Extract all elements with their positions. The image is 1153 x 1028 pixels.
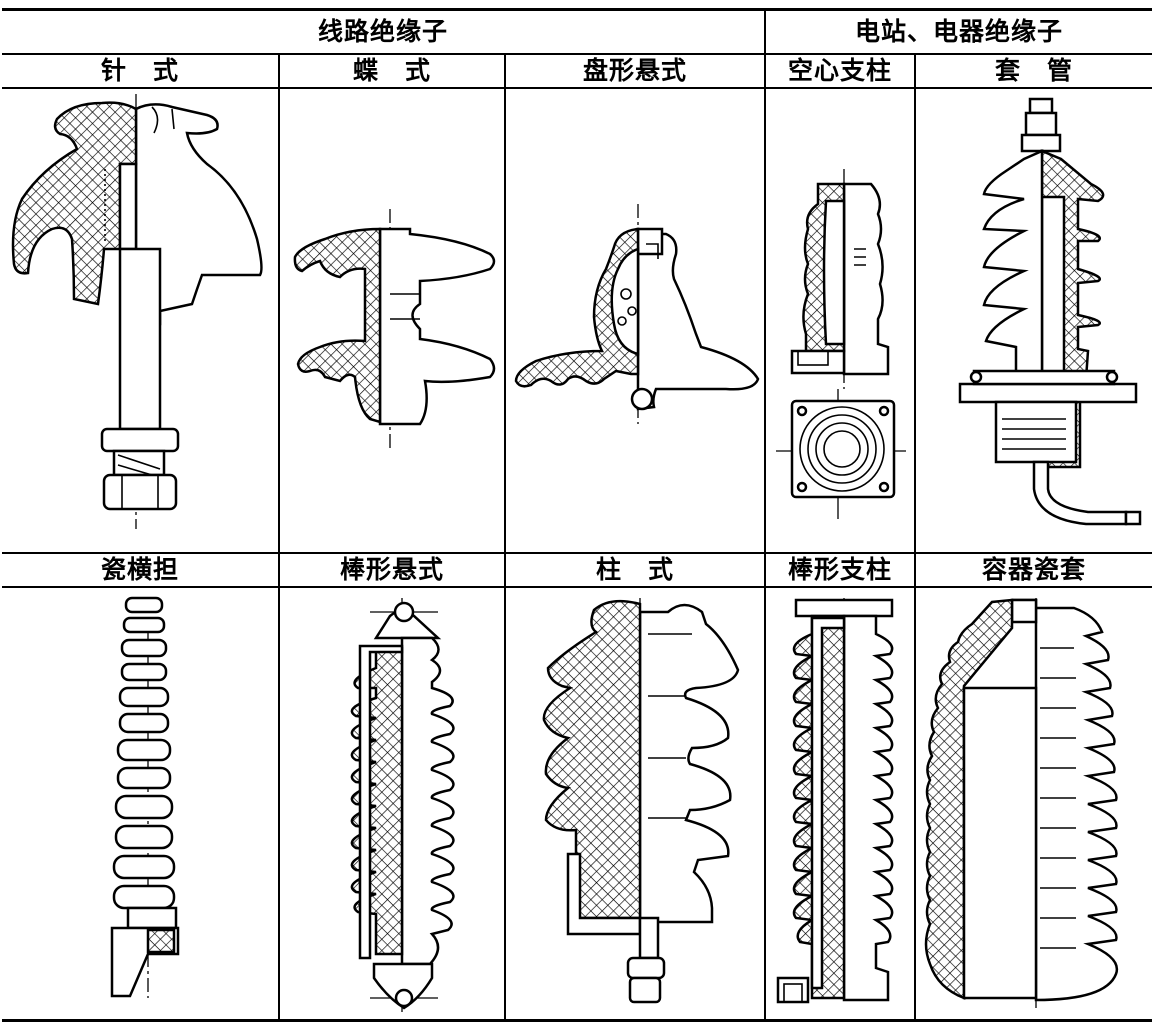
- hollow-post-insulator-drawing: [776, 169, 906, 519]
- table-top-rule: [2, 8, 1152, 11]
- rod-suspension-insulator-drawing: [350, 598, 455, 1013]
- table-bottom-rule: [2, 1019, 1152, 1022]
- row2-header-rule: [2, 586, 1152, 588]
- porcelain-crossarm-drawing: [110, 596, 180, 998]
- col-divider-1: [278, 54, 280, 1021]
- group-header-line-insulators: 线路绝缘子: [317, 17, 448, 46]
- header-post-type: 柱 式: [595, 555, 674, 584]
- header-hollow-post: 空心支柱: [787, 56, 892, 85]
- header-bushing: 套 管: [994, 56, 1073, 85]
- group-divider: [764, 9, 766, 1021]
- row1-header-rule: [2, 87, 1152, 89]
- pin-type-insulator-drawing: [11, 94, 263, 529]
- group-header-rule: [2, 53, 1152, 55]
- post-type-insulator-drawing: [542, 598, 740, 1004]
- disc-suspension-insulator-drawing: [514, 204, 760, 424]
- header-porcelain-crossarm: 瓷横担: [100, 555, 179, 584]
- header-rod-post: 棒形支柱: [787, 555, 892, 584]
- col-divider-2: [504, 54, 506, 1021]
- crossarm-sheds: [112, 596, 176, 910]
- group-header-station-insulators: 电站、电器绝缘子: [854, 17, 1063, 46]
- header-rod-suspension: 棒形悬式: [339, 555, 444, 584]
- header-pin-type: 针 式: [100, 56, 179, 85]
- col-divider-4: [914, 54, 916, 1021]
- header-disc-suspension: 盘形悬式: [582, 56, 687, 85]
- butterfly-type-insulator-drawing: [293, 209, 496, 449]
- bushing-drawing: [958, 97, 1142, 526]
- header-apparatus-housing: 容器瓷套: [981, 555, 1086, 584]
- row2-top-rule: [2, 552, 1152, 554]
- rod-post-insulator-drawing: [776, 598, 894, 1004]
- apparatus-housing-drawing: [924, 598, 1119, 1008]
- header-butterfly-type: 蝶 式: [352, 56, 431, 85]
